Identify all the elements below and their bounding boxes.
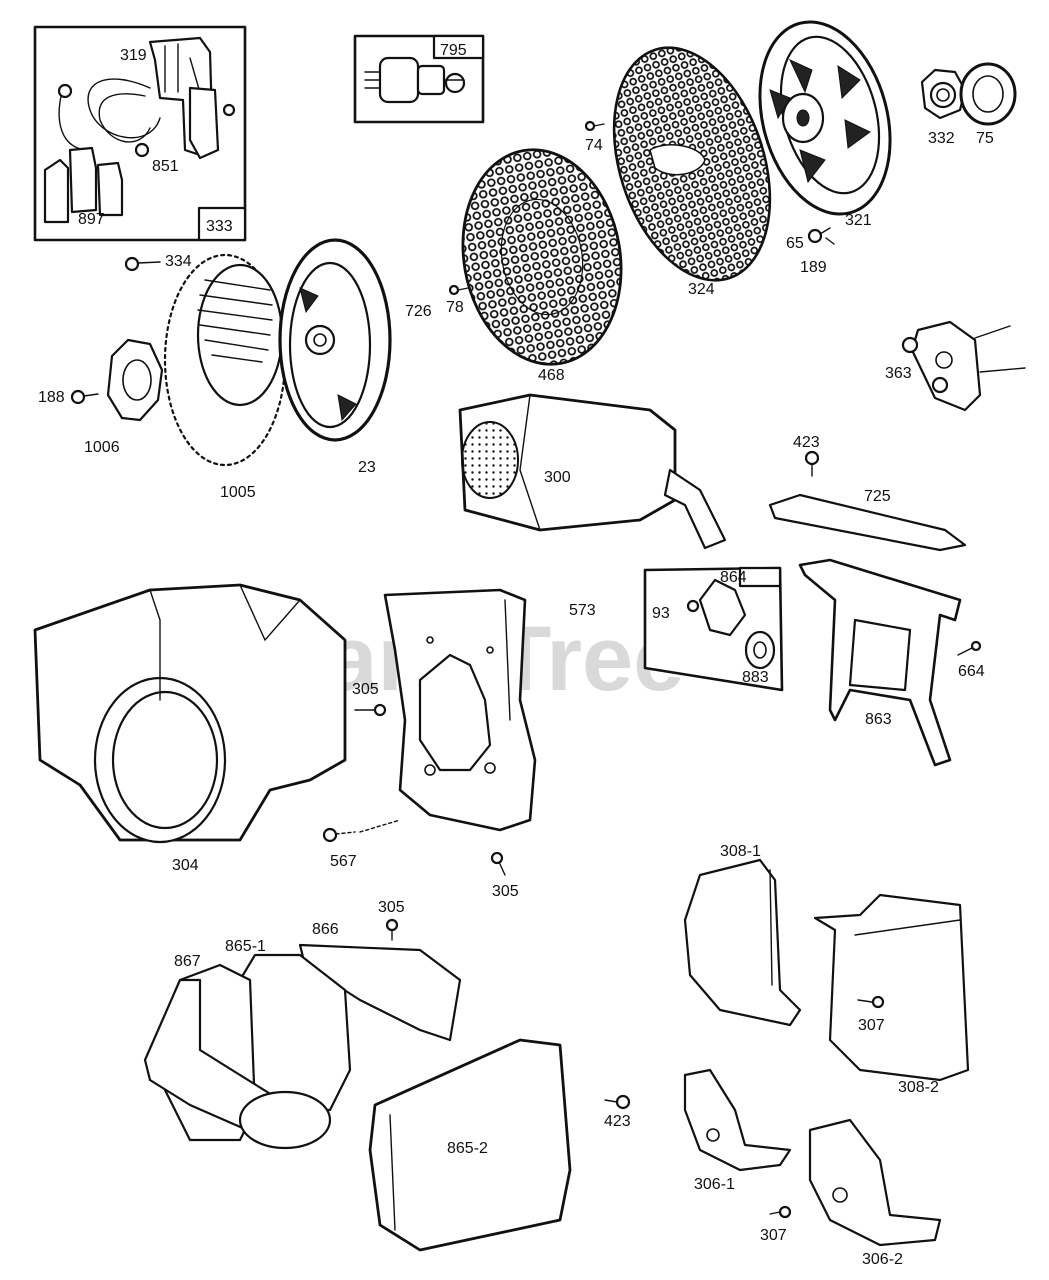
callout-304: 304 <box>172 857 199 874</box>
rotating-screen-324 <box>612 46 772 282</box>
callout-334: 334 <box>165 253 192 270</box>
callout-188: 188 <box>38 389 65 406</box>
callout-851: 851 <box>152 158 179 175</box>
plate-1006 <box>106 338 164 422</box>
callout-65: 65 <box>786 235 804 252</box>
callout-567: 567 <box>330 853 357 870</box>
callout-324: 324 <box>688 281 715 298</box>
screw-78 <box>448 284 469 296</box>
callout-897: 897 <box>78 211 105 228</box>
cover-865-2 <box>368 1038 572 1252</box>
callout-307-a: 307 <box>858 1017 885 1034</box>
callout-664: 664 <box>958 663 985 680</box>
callout-573: 573 <box>569 602 596 619</box>
callout-308-1: 308-1 <box>720 843 761 860</box>
screw-305-a <box>354 703 387 717</box>
callout-305-c: 305 <box>378 899 405 916</box>
callout-307-b: 307 <box>760 1227 787 1244</box>
callout-306-2: 306-2 <box>862 1251 903 1268</box>
callout-725: 725 <box>864 488 891 505</box>
callout-93: 93 <box>652 605 670 622</box>
callout-75: 75 <box>976 130 994 147</box>
screw-307-b <box>769 1205 792 1219</box>
screw-307-a <box>857 995 885 1009</box>
callout-308-2: 308-2 <box>898 1079 939 1096</box>
callout-423-bottom: 423 <box>604 1113 631 1130</box>
muffler-300 <box>458 393 727 550</box>
callout-333: 333 <box>206 218 233 235</box>
screw-305-b <box>490 851 506 876</box>
panel-306-1 <box>683 1068 792 1172</box>
callout-468: 468 <box>538 367 565 384</box>
callout-321: 321 <box>845 212 872 229</box>
callout-865-2: 865-2 <box>447 1140 488 1157</box>
shroud-304 <box>33 583 347 844</box>
screw-74 <box>584 120 605 132</box>
nut-332 <box>920 68 967 120</box>
spark-box <box>643 566 784 692</box>
frame-863 <box>798 558 962 767</box>
callout-726: 726 <box>405 303 432 320</box>
callout-1006: 1006 <box>84 439 120 456</box>
callout-332: 332 <box>928 130 955 147</box>
backplate-573 <box>383 588 537 832</box>
fan-321 <box>758 20 892 216</box>
callout-423-top: 423 <box>793 434 820 451</box>
callout-319: 319 <box>120 47 147 64</box>
screw-188 <box>70 389 99 405</box>
callout-305-b: 305 <box>492 883 519 900</box>
callout-189: 189 <box>800 259 827 276</box>
switch-box <box>353 34 485 124</box>
callout-23: 23 <box>358 459 376 476</box>
callout-78: 78 <box>446 299 464 316</box>
screw-423-bottom <box>604 1094 631 1110</box>
callout-306-1: 306-1 <box>694 1176 735 1193</box>
screw-567 <box>322 819 401 843</box>
callout-867: 867 <box>174 953 201 970</box>
callout-864: 864 <box>720 569 747 586</box>
screw-664 <box>957 640 982 656</box>
callout-363: 363 <box>885 365 912 382</box>
callout-305-a: 305 <box>352 681 379 698</box>
ignition-kit-box <box>33 25 247 242</box>
panel-308-2 <box>813 893 970 1082</box>
callout-865-1: 865-1 <box>225 938 266 955</box>
panel-308-1 <box>683 858 802 1027</box>
callout-300: 300 <box>544 469 571 486</box>
gasket-725 <box>768 493 967 552</box>
callout-866: 866 <box>312 921 339 938</box>
callout-74: 74 <box>585 137 603 154</box>
callout-863: 863 <box>865 711 892 728</box>
callout-795: 795 <box>440 42 467 59</box>
screw-423-top <box>804 450 820 477</box>
callout-883: 883 <box>742 669 769 686</box>
screw-334 <box>124 256 161 272</box>
callout-1005: 1005 <box>220 484 256 501</box>
washer-75 <box>959 62 1017 126</box>
panel-306-2 <box>808 1118 942 1247</box>
screen-468 <box>461 148 623 366</box>
flywheel-23 <box>278 238 392 442</box>
blower-1005 <box>163 253 287 467</box>
housing-865-867 <box>143 943 462 1150</box>
screw-305-c <box>385 918 399 941</box>
screw-65-189 <box>807 227 835 245</box>
bracket-363 <box>901 320 1026 412</box>
